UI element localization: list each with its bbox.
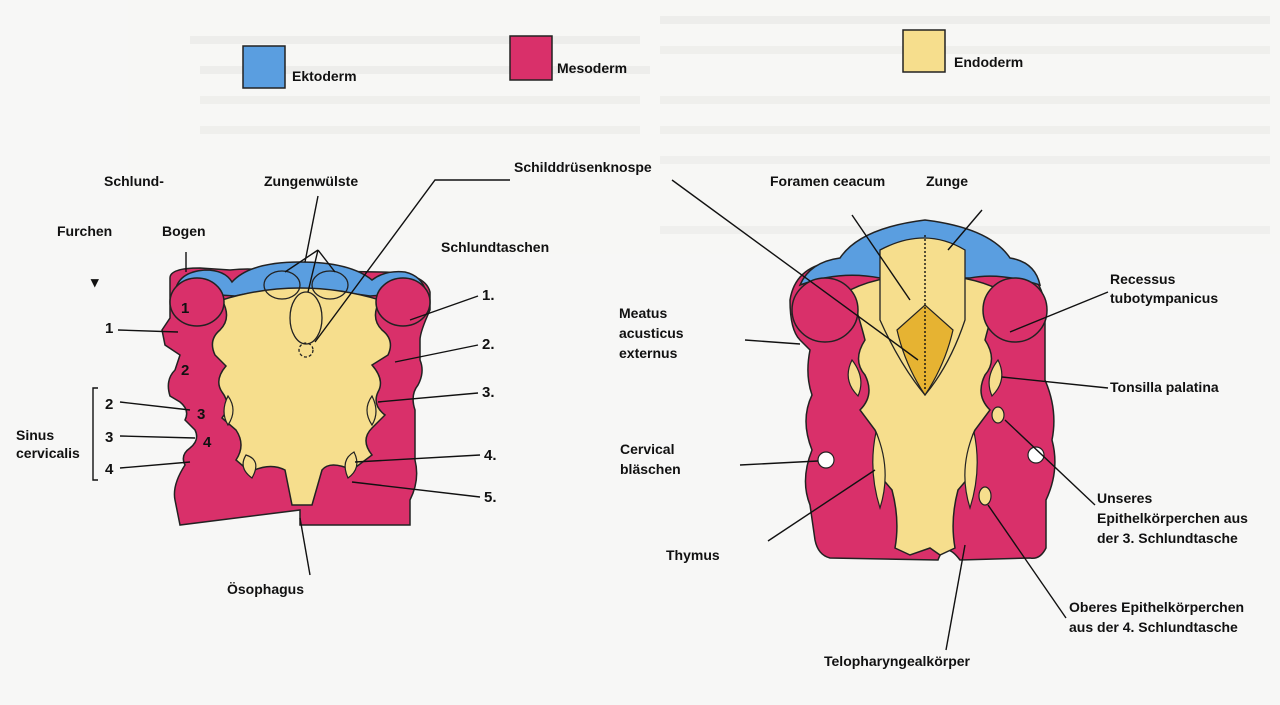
label-cervical-1: Cervical — [620, 441, 674, 457]
label-thymus: Thymus — [666, 547, 720, 563]
legend-swatch-ektoderm — [243, 46, 285, 88]
furchen-arrow-glyph: ▾ — [90, 274, 99, 291]
label-recessus-1: Recessus — [1110, 271, 1176, 287]
label-cervical-2: bläschen — [620, 461, 681, 477]
right-arch-right — [983, 278, 1047, 342]
tasche-number-3: 3. — [482, 384, 495, 401]
tasche-number-5: 5. — [484, 489, 497, 506]
label-zungenwuelste: Zungenwülste — [264, 173, 358, 189]
label-meatus-3: externus — [619, 345, 678, 361]
bogen-number-4: 4 — [203, 434, 212, 451]
label-schlund: Schlund- — [104, 173, 164, 189]
label-recessus-2: tubotympanicus — [1110, 290, 1218, 306]
right-arch-left — [792, 278, 858, 342]
bogen-number-3: 3 — [197, 406, 205, 423]
label-unteres-1: Unseres — [1097, 490, 1152, 506]
label-meatus-2: acusticus — [619, 325, 684, 341]
right-pharynx-figure — [790, 220, 1055, 560]
parathyroid-4-right — [979, 487, 991, 505]
left-arch-1-right — [376, 278, 430, 326]
cervical-vesicle-left — [818, 452, 834, 468]
tasche-number-4: 4. — [484, 447, 497, 464]
legend-label-mesoderm: Mesoderm — [557, 60, 627, 76]
left-arch-1 — [170, 278, 224, 326]
label-schlundtaschen: Schlundtaschen — [441, 239, 549, 255]
label-telopharyngeal: Telopharyngealkörper — [824, 653, 971, 669]
tasche-number-1: 1. — [482, 287, 495, 304]
furche-number-3: 3 — [105, 429, 113, 446]
label-sinus: Sinus — [16, 427, 54, 443]
label-tonsilla: Tonsilla palatina — [1110, 379, 1219, 395]
furche-number-4: 4 — [105, 461, 114, 478]
label-zunge: Zunge — [926, 173, 968, 189]
legend-label-endoderm: Endoderm — [954, 54, 1023, 70]
label-unteres-2: Epithelkörperchen aus — [1097, 510, 1248, 526]
label-oesophagus: Ösophagus — [227, 581, 304, 597]
label-foramen: Foramen ceacum — [770, 173, 885, 189]
label-furchen: Furchen — [57, 223, 112, 239]
label-oberes-2: aus der 4. Schlundtasche — [1069, 619, 1238, 635]
label-bogen: Bogen — [162, 223, 206, 239]
tasche-number-2: 2. — [482, 336, 495, 353]
label-meatus-1: Meatus — [619, 305, 667, 321]
label-oberes-1: Oberes Epithelkörperchen — [1069, 599, 1244, 615]
parathyroid-3-right — [992, 407, 1004, 423]
left-pharynx-figure — [162, 262, 430, 525]
furche-number-2: 2 — [105, 396, 113, 413]
bogen-number-2: 2 — [181, 362, 189, 379]
legend-swatch-endoderm — [903, 30, 945, 72]
label-cervicalis: cervicalis — [16, 445, 80, 461]
legend-label-ektoderm: Ektoderm — [292, 68, 357, 84]
label-schilddruesenknospe: Schilddrüsenknospe — [514, 159, 652, 175]
furche-number-1: 1 — [105, 320, 113, 337]
label-unteres-3: der 3. Schlundtasche — [1097, 530, 1238, 546]
bogen-number-1: 1 — [181, 300, 189, 317]
legend-swatch-mesoderm — [510, 36, 552, 80]
